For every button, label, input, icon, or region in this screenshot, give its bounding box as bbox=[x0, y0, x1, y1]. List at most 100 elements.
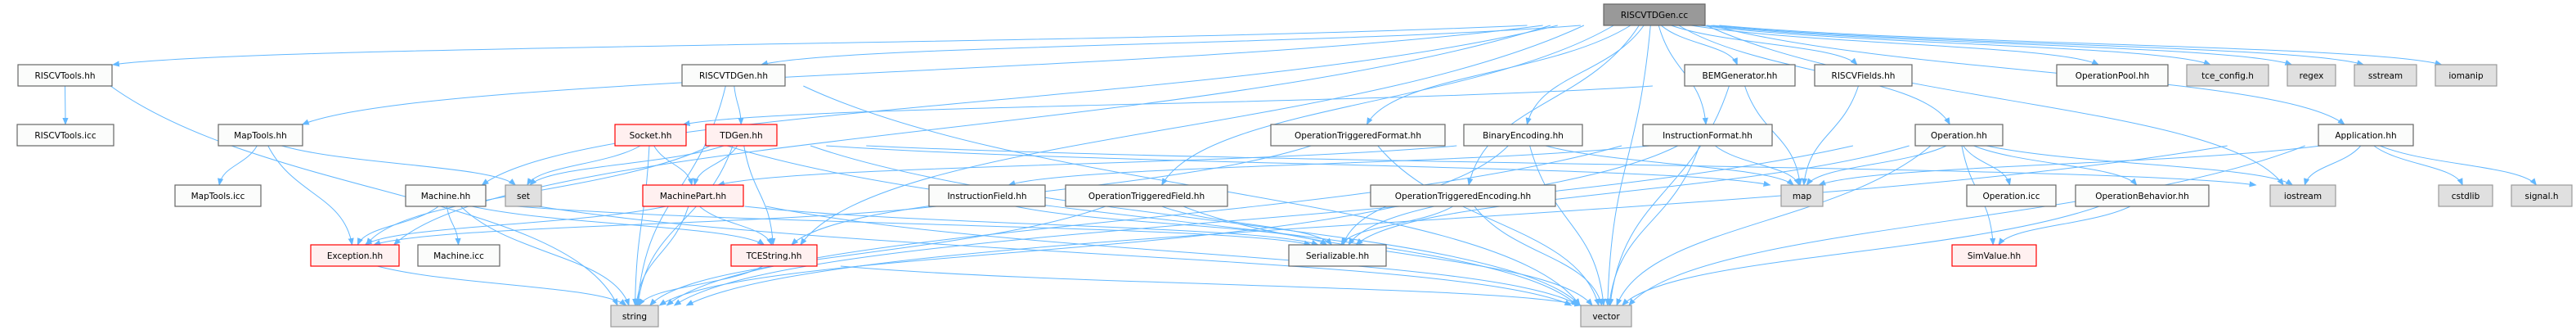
edge-maptools-hh-to-set bbox=[281, 145, 517, 186]
node-box bbox=[2435, 64, 2497, 87]
node-label: RISCVTools.hh bbox=[34, 71, 95, 81]
node-riscvfields-hh[interactable]: RISCVFields.hh bbox=[1814, 64, 1913, 87]
edge-riscvtdgen-cc-to-operationtriggeredencoding-hh bbox=[1467, 25, 1640, 186]
node-set: set bbox=[505, 184, 542, 207]
edge-riscvtdgen-cc-to-binaryencoding-hh bbox=[1525, 25, 1645, 125]
node-box bbox=[1370, 184, 1556, 207]
node-label: RISCVTDGen.hh bbox=[699, 71, 768, 81]
edge-instructionformat-hh-to-instructionfield-hh bbox=[1008, 145, 1650, 187]
node-binaryencoding-hh[interactable]: BinaryEncoding.hh bbox=[1463, 124, 1583, 147]
edge-operation-hh-to-map bbox=[1806, 145, 1947, 186]
edge-riscvtdgen-cc-to-sstream bbox=[1712, 25, 2365, 66]
edge-operationbehavior-hh-to-simvalue-hh bbox=[1998, 206, 2131, 246]
node-label: iostream bbox=[2284, 192, 2322, 201]
edge-riscvtdgen-cc-to-maptools-hh bbox=[301, 25, 1543, 125]
node-machine-hh[interactable]: Machine.hh bbox=[405, 184, 487, 207]
node-instructionformat-hh[interactable]: InstructionFormat.hh bbox=[1642, 124, 1773, 147]
edge-riscvtdgen-cc-to-iostream bbox=[1706, 25, 2284, 186]
node-label: OperationPool.hh bbox=[2076, 71, 2150, 81]
node-label: SimValue.hh bbox=[1968, 251, 2021, 261]
node-box bbox=[2269, 184, 2336, 207]
node-label: map bbox=[1793, 192, 1812, 201]
node-box bbox=[1580, 305, 1632, 328]
node-label: string bbox=[622, 312, 647, 322]
edge-riscvtdgen-cc-to-tce-config-h bbox=[1700, 25, 2211, 66]
edge-riscvtdgen-hh-to-vector bbox=[803, 85, 1581, 306]
edge-riscvtdgen-cc-to-riscvfields-hh bbox=[1671, 25, 1858, 66]
node-operationtriggeredformat-hh[interactable]: OperationTriggeredFormat.hh bbox=[1270, 124, 1446, 147]
nodes-layer: RISCVTDGen.ccRISCVTools.hhRISCVTools.icc… bbox=[16, 3, 2573, 328]
edge-riscvtdgen-cc-to-riscvtdgen-hh bbox=[760, 25, 1581, 66]
node-box bbox=[2287, 64, 2336, 87]
node-vector: vector bbox=[1580, 305, 1632, 328]
node-label: vector bbox=[1592, 312, 1620, 322]
edge-riscvtdgen-cc-to-bemgenerator-hh bbox=[1661, 25, 1738, 66]
edge-socket-hh-to-set bbox=[527, 145, 641, 186]
edge-socket-hh-to-machinepart-hh bbox=[653, 145, 693, 186]
edge-tdgen-hh-to-iostream bbox=[866, 145, 2257, 188]
node-box bbox=[1814, 64, 1913, 87]
node-label: OperationTriggeredField.hh bbox=[1088, 192, 1205, 201]
edge-application-hh-to-iostream bbox=[2304, 145, 2362, 186]
node-label: InstructionFormat.hh bbox=[1663, 131, 1752, 141]
edge-maptools-hh-to-maptools-icc bbox=[218, 145, 258, 186]
node-operationtriggeredfield-hh[interactable]: OperationTriggeredField.hh bbox=[1065, 184, 1228, 207]
edge-machinepart-hh-to-string bbox=[634, 206, 689, 306]
node-label: TDGen.hh bbox=[719, 131, 762, 141]
node-maptools-icc[interactable]: MapTools.icc bbox=[174, 184, 262, 207]
edge-exception-hh-to-string bbox=[377, 265, 627, 306]
node-socket-hh[interactable]: Socket.hh bbox=[614, 124, 687, 147]
node-label: TCEString.hh bbox=[746, 251, 802, 261]
node-machine-icc[interactable]: Machine.icc bbox=[417, 244, 500, 267]
node-machinepart-hh[interactable]: MachinePart.hh bbox=[642, 184, 744, 207]
edge-riscvtdgen-cc-to-operationpool-hh bbox=[1690, 25, 2100, 66]
node-instructionfield-hh[interactable]: InstructionField.hh bbox=[928, 184, 1046, 207]
node-serializable-hh[interactable]: Serializable.hh bbox=[1288, 244, 1387, 267]
edge-machine-hh-to-vector bbox=[538, 206, 1573, 306]
edge-riscvtdgen-cc-to-operationtriggeredfield-hh bbox=[1161, 25, 1614, 186]
node-riscvtools-icc[interactable]: RISCVTools.icc bbox=[16, 124, 114, 147]
edge-tdgen-hh-to-map bbox=[826, 145, 1771, 187]
node-operationpool-hh[interactable]: OperationPool.hh bbox=[2056, 64, 2169, 87]
node-label: OperationTriggeredFormat.hh bbox=[1295, 131, 1421, 141]
node-operation-icc[interactable]: Operation.icc bbox=[1966, 184, 2057, 207]
node-label: cstdlib bbox=[2452, 192, 2480, 201]
edge-operation-hh-to-operationbehavior-hh bbox=[1973, 145, 2138, 186]
edge-riscvtdgen-cc-to-operationtriggeredformat-hh bbox=[1366, 25, 1631, 125]
node-box bbox=[705, 124, 778, 147]
node-riscvtdgen-hh[interactable]: RISCVTDGen.hh bbox=[681, 64, 786, 87]
node-maptools-hh[interactable]: MapTools.hh bbox=[218, 124, 303, 147]
node-box bbox=[2318, 124, 2414, 147]
edge-application-hh-to-vector bbox=[1628, 145, 2305, 306]
node-operationbehavior-hh[interactable]: OperationBehavior.hh bbox=[2075, 184, 2210, 207]
node-exception-hh[interactable]: Exception.hh bbox=[310, 244, 400, 267]
edge-instructionformat-hh-to-vector bbox=[1607, 145, 1700, 306]
edge-machine-hh-to-machine-icc bbox=[446, 206, 461, 246]
edge-riscvtdgen-cc-to-riscvtools-hh bbox=[111, 25, 1528, 67]
edge-binaryencoding-hh-to-map bbox=[1545, 145, 1794, 186]
node-signal-h: signal.h bbox=[2511, 184, 2573, 207]
node-label: Socket.hh bbox=[630, 131, 672, 141]
node-application-hh[interactable]: Application.hh bbox=[2318, 124, 2414, 147]
node-tdgen-hh[interactable]: TDGen.hh bbox=[705, 124, 778, 147]
node-simvalue-hh[interactable]: SimValue.hh bbox=[1951, 244, 2037, 267]
node-box bbox=[16, 124, 114, 147]
node-iostream: iostream bbox=[2269, 184, 2336, 207]
node-operationtriggeredencoding-hh[interactable]: OperationTriggeredEncoding.hh bbox=[1370, 184, 1556, 207]
node-label: Serializable.hh bbox=[1306, 251, 1369, 261]
node-box bbox=[2056, 64, 2169, 87]
node-operation-hh[interactable]: Operation.hh bbox=[1914, 124, 2004, 147]
node-bemgenerator-hh[interactable]: BEMGenerator.hh bbox=[1684, 64, 1796, 87]
node-riscvtools-hh[interactable]: RISCVTools.hh bbox=[17, 64, 113, 87]
node-box bbox=[2186, 64, 2269, 87]
node-box bbox=[1951, 244, 2037, 267]
node-label: iomanip bbox=[2448, 71, 2484, 81]
node-box bbox=[1684, 64, 1796, 87]
node-label: tce_config.h bbox=[2201, 71, 2254, 81]
edge-instructionformat-hh-to-map bbox=[1714, 145, 1800, 186]
node-map: map bbox=[1780, 184, 1824, 207]
node-tcestring-hh[interactable]: TCEString.hh bbox=[730, 244, 818, 267]
node-label: signal.h bbox=[2524, 192, 2558, 201]
edge-riscvtdgen-hh-to-tdgen-hh bbox=[734, 85, 744, 125]
